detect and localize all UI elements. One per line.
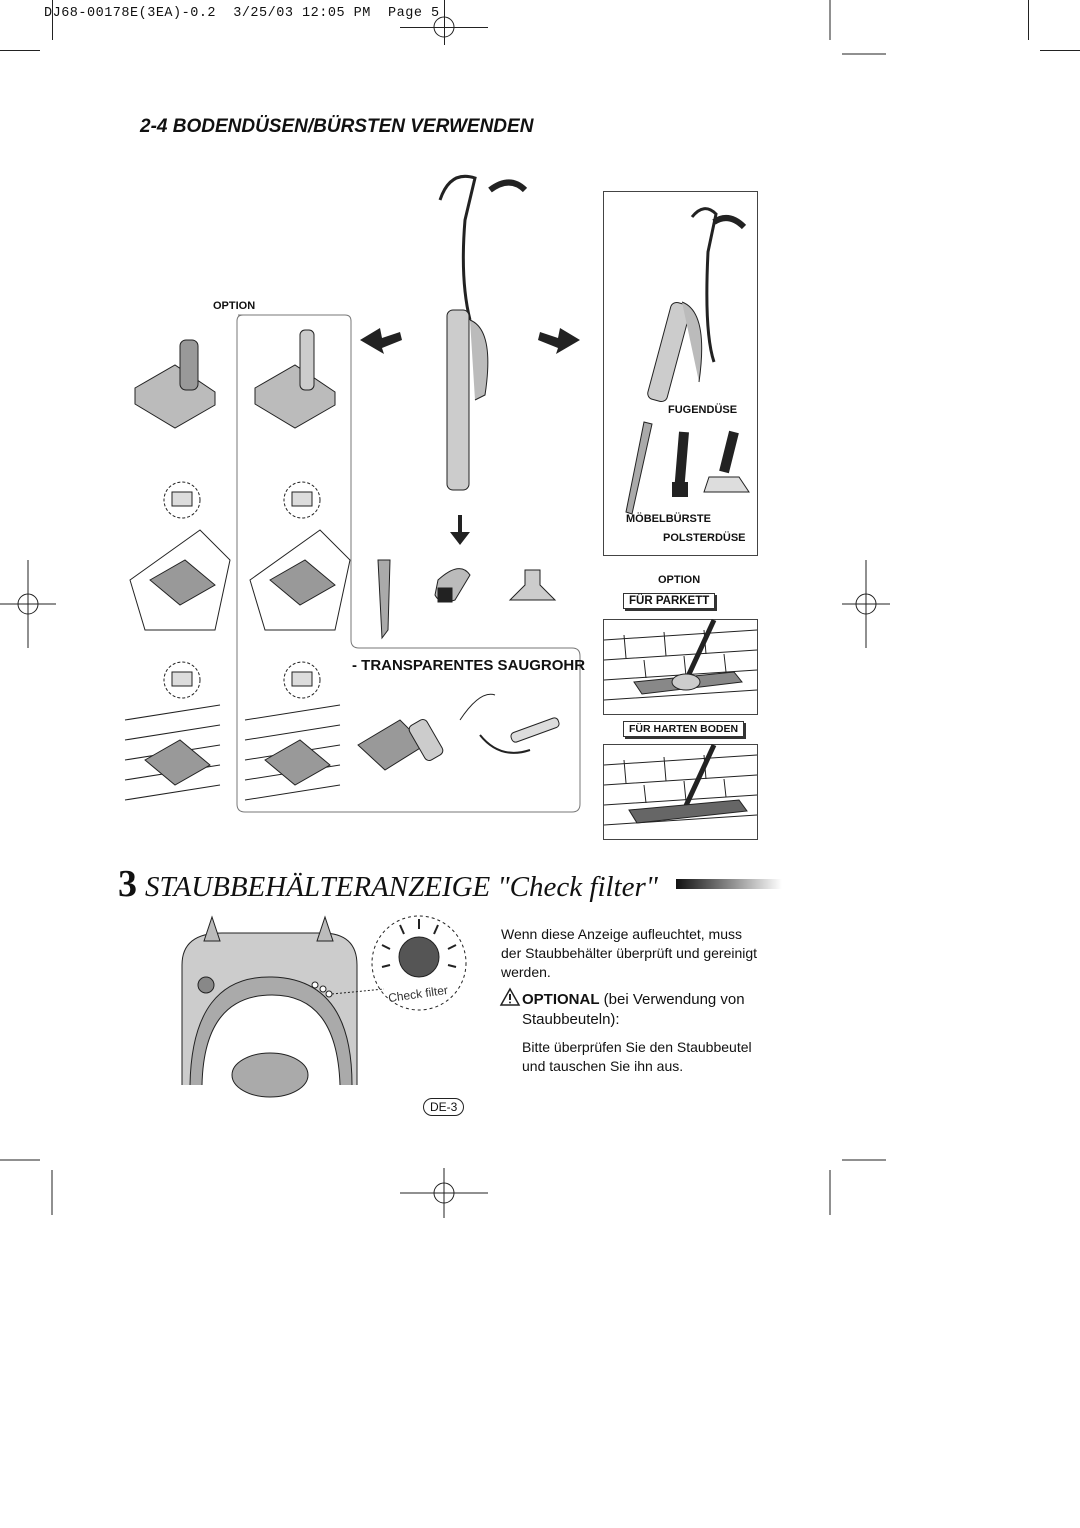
indicator-description: Wenn diese Anzeige aufleuchtet, muss der…	[501, 926, 758, 980]
print-header: DJ68-00178E(3EA)-0.2 3/25/03 12:05 PM Pa…	[44, 6, 440, 21]
hard-floor-panel	[603, 743, 758, 840]
option-label-left: OPTION	[213, 300, 256, 312]
attachments-row	[377, 559, 557, 640]
indicator-number: 3	[118, 863, 137, 905]
title-gradient-bar	[676, 879, 782, 889]
hard-floor-nozzle-illustration	[603, 743, 758, 826]
check-filter-lamp-illustration	[181, 915, 467, 1098]
fugenduese-label: FUGENDÜSE	[668, 404, 738, 416]
parkett-tag: FÜR PARKETT	[623, 593, 716, 609]
harter-boden-tag: FÜR HARTEN BODEN	[623, 721, 745, 737]
direction-arrows	[360, 328, 580, 545]
optional-note: OPTIONAL (bei Verwendung von Staubbeutel…	[522, 990, 772, 1030]
carpet-mode-illustration	[129, 481, 351, 631]
parkett-panel	[603, 618, 758, 715]
option-label-right: OPTION	[658, 574, 701, 586]
optional-rest: (bei Verwendung von Staubbeuteln):	[522, 991, 745, 1028]
crevice-tools-panel	[603, 191, 758, 556]
hard-floor-mode-illustration	[124, 661, 341, 801]
moebelbuerste-label: MÖBELBÜRSTE	[626, 513, 711, 525]
optional-bold: OPTIONAL	[522, 991, 600, 1008]
polsterduese-label: POLSTERDÜSE	[663, 532, 746, 544]
nozzle-usage-illustration	[124, 174, 581, 813]
transparent-tube-label: - TRANSPARENTES SAUGROHR	[352, 657, 586, 674]
page-number: DE-3	[423, 1098, 465, 1116]
parkett-nozzle-illustration	[603, 618, 758, 701]
floor-nozzle-icon	[134, 339, 216, 429]
combination-nozzle-icon	[254, 329, 336, 429]
vacuum-tube-icon	[438, 174, 528, 491]
indicator-title: STAUBBEHÄLTERANZEIGE "Check filter"	[145, 871, 658, 903]
crevice-tools-illustration	[625, 207, 750, 515]
transparent-tube-illustration	[357, 693, 560, 771]
warning-icon	[499, 987, 521, 1006]
optional-instruction: Bitte überprüfen Sie den Staubbeutel und…	[522, 1039, 752, 1074]
section-title: 2-4 BODENDÜSEN/BÜRSTEN VERWENDEN	[140, 116, 534, 137]
